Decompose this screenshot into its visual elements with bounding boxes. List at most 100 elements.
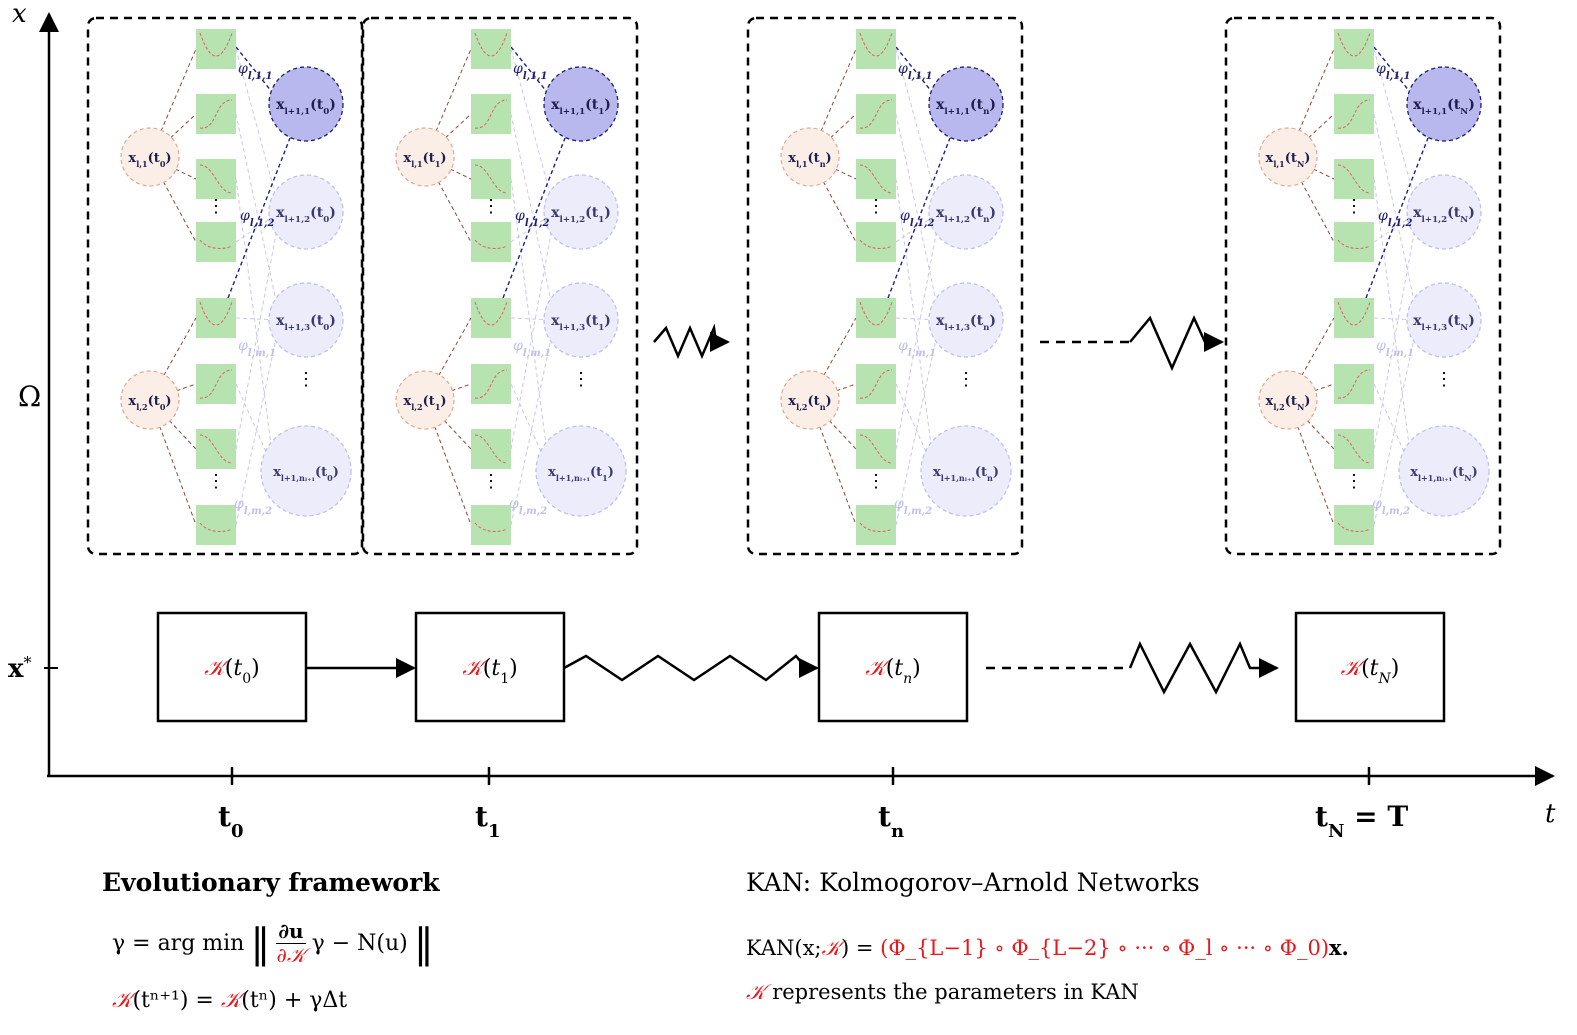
output-node: [268, 66, 344, 142]
operator-box-tn: [817, 611, 969, 723]
kan-eq-red: (Φ_{L−1} ∘ Φ_{L−2} ∘ ··· ∘ Φ_l ∘ ··· ∘ Φ…: [880, 936, 1330, 960]
tick-label-tn: tn: [878, 800, 904, 842]
output-node: [1398, 425, 1490, 517]
output-node-label: xl+1,3(tN): [1413, 313, 1475, 333]
spline-curve: [1337, 32, 1371, 57]
update-equation: 𝒦(tⁿ⁺¹) = 𝒦(tⁿ) + γΔt: [112, 988, 347, 1013]
vertical-dots: ⋮: [867, 196, 885, 217]
edge-square-output: [895, 178, 935, 472]
spline-box: [856, 298, 896, 338]
operator-label-tn: 𝒦(tn): [865, 656, 921, 687]
input-node: [1258, 127, 1318, 187]
edge-input-square: [424, 48, 472, 158]
evolutionary-title: Evolutionary framework: [102, 868, 440, 897]
edge-square-output: [510, 48, 556, 213]
output-node: [260, 425, 352, 517]
spline-curve: [474, 301, 508, 326]
output-node-label: xl+1,nₗ₊₁(t1): [548, 465, 614, 483]
phi-label: φl,1,2: [1378, 208, 1413, 229]
spline-curve: [199, 239, 233, 249]
spline-box: [196, 505, 236, 545]
output-node: [928, 282, 1004, 358]
edge-square-output: [1373, 48, 1419, 213]
panel-frame: [361, 16, 639, 556]
gamma-eq-right: γ − N(u): [311, 931, 408, 956]
input-node-label: xl,1(t0): [128, 151, 171, 169]
input-node-label: xl,2(t0): [128, 394, 171, 412]
edge-active: [895, 46, 933, 93]
output-node-label: xl+1,1(tn): [936, 97, 996, 117]
tick-label-t0: t0: [218, 800, 243, 842]
phi-label: φl,1,2: [900, 208, 935, 229]
edge-input-square: [1287, 48, 1335, 158]
edge-input-square: [1287, 399, 1335, 450]
spline-curve: [474, 99, 508, 129]
phi-label: φl,m,1: [513, 338, 551, 359]
omega-label: Ω: [18, 380, 41, 413]
spline-box: [1334, 222, 1374, 262]
vertical-dots: ⋮: [207, 196, 225, 217]
phi-label: φl,m,2: [1372, 496, 1410, 517]
spline-curve: [199, 301, 233, 326]
tick-label-tN: tN = T: [1315, 800, 1408, 842]
vertical-dots: ⋮: [1345, 196, 1363, 217]
spline-curve: [474, 369, 508, 399]
output-node-label: xl+1,2(t1): [551, 205, 611, 225]
spline-curve: [1337, 164, 1371, 194]
spline-curve: [859, 369, 893, 399]
edge-active: [235, 46, 273, 93]
phi-label: φl,1,1: [238, 61, 273, 82]
phi-label: φl,m,2: [509, 496, 547, 517]
edge-square-output: [510, 113, 556, 321]
kan-note-text: represents the parameters in KAN: [765, 980, 1139, 1004]
spline-curve: [859, 32, 893, 57]
spline-curve: [474, 164, 508, 194]
edge-square-output: [895, 48, 941, 213]
input-node-label: xl,1(tN): [1266, 151, 1311, 169]
spline-curve: [859, 99, 893, 129]
kan-panel-tn: ⋮⋮xl,1(tn)xl,2(tn)xl+1,1(tn)xl+1,2(tn)xl…: [746, 16, 1024, 556]
output-node: [535, 425, 627, 517]
edge-square-output: [235, 178, 275, 472]
spline-box: [471, 505, 511, 545]
output-node: [1406, 282, 1482, 358]
spline-box: [1334, 298, 1374, 338]
output-node: [928, 66, 1004, 142]
output-node-label: xl+1,2(tn): [936, 205, 996, 225]
edge-active: [502, 137, 566, 299]
spline-box: [856, 222, 896, 262]
kan-eq-mid: ) =: [841, 936, 881, 960]
panel-frame: [1224, 16, 1502, 556]
kan-title: KAN: Kolmogorov–Arnold Networks: [746, 868, 1200, 897]
edge-square-output: [1373, 178, 1413, 472]
kan-eq-left: KAN(x;: [746, 936, 822, 960]
axes: x t Ω x*: [8, 0, 1556, 829]
spline-box: [1334, 505, 1374, 545]
edge-input-square: [809, 48, 857, 158]
panel-frame: [746, 16, 1024, 556]
operator-box-t1: [414, 611, 566, 723]
spline-box: [471, 222, 511, 262]
output-node-label: xl+1,nₗ₊₁(t0): [273, 465, 339, 483]
output-node-label: xl+1,2(tN): [1413, 205, 1475, 225]
edge-square-output: [1373, 113, 1419, 321]
edge-active: [510, 46, 548, 93]
edge-square-output: [510, 178, 550, 472]
edge-active: [227, 137, 291, 299]
spline-curve: [474, 434, 508, 464]
output-node-label: xl+1,3(tn): [936, 313, 996, 333]
kan-note: 𝒦 represents the parameters in KAN: [746, 980, 1139, 1005]
spline-curve: [1337, 301, 1371, 326]
spline-curve: [1337, 99, 1371, 129]
time-ticks: t0 t1 tn tN = T: [218, 767, 1408, 842]
edge-square-output: [510, 211, 556, 450]
edge-input-square: [809, 399, 857, 450]
kan-eq-end: x.: [1329, 935, 1349, 960]
phi-label: φl,m,2: [234, 496, 272, 517]
spline-curve: [859, 522, 893, 532]
input-node-label: xl,2(tn): [788, 394, 831, 412]
vertical-dots: ⋮: [482, 471, 500, 492]
spline-box: [856, 29, 896, 69]
output-node: [1406, 174, 1482, 250]
